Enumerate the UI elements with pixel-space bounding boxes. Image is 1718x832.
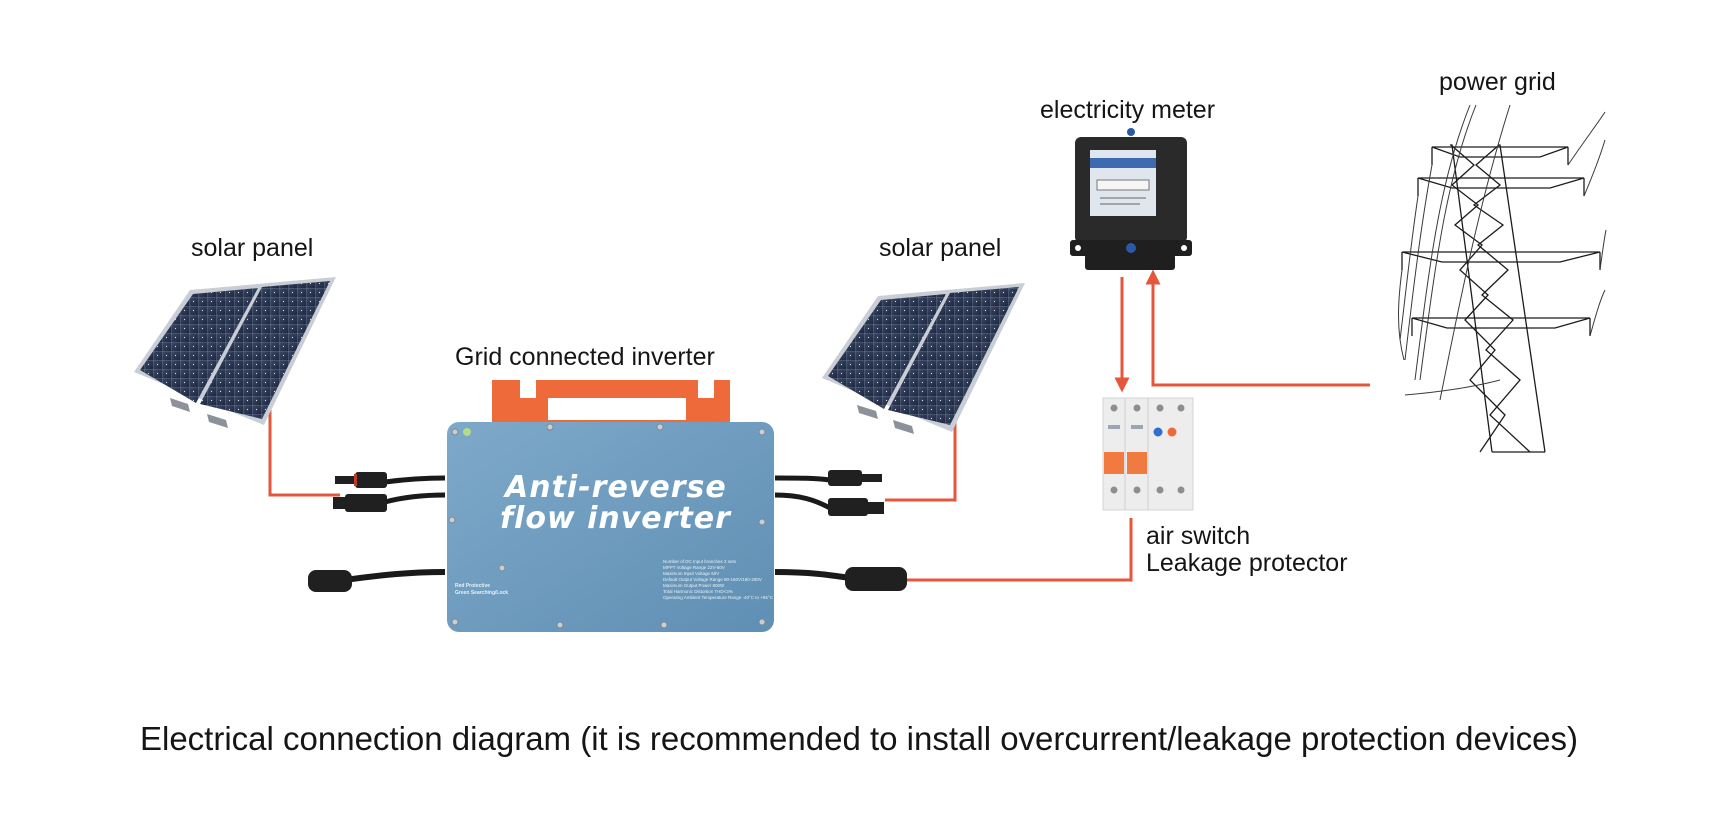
inverter-label: Grid connected inverter <box>455 343 715 371</box>
electricity-meter-label: electricity meter <box>1040 96 1216 124</box>
circuit-breaker-icon <box>1102 397 1194 511</box>
diagram-caption: Electrical connection diagram (it is rec… <box>139 720 1578 757</box>
power-grid-label: power grid <box>1439 68 1556 96</box>
spec-line: Operating Ambient Temperature Range -40°… <box>663 595 774 600</box>
spec-line: Default Output Voltage Range 80-160V/180… <box>663 577 762 582</box>
breaker-label-line2: Leakage protector <box>1146 549 1348 577</box>
wire-inverter-to-breaker <box>905 518 1133 582</box>
spec-line: Maximum Output Power 800W <box>663 583 725 588</box>
solar-panel-right <box>822 283 1025 434</box>
inverter-mounting-bracket <box>492 380 730 425</box>
electricity-meter-icon <box>1070 128 1192 270</box>
spec-line: Total Harmonic Distortion THD<3% <box>663 589 733 594</box>
spec-line: Number of DC Input branches 2 sets <box>663 559 737 564</box>
solar-panel-left <box>134 277 336 428</box>
wire-grid-to-meter <box>1145 269 1370 387</box>
power-lines <box>1398 104 1607 401</box>
power-grid <box>1398 104 1607 453</box>
ac-cable-right <box>774 567 907 591</box>
solar-panel-left-label: solar panel <box>191 234 314 262</box>
dc-connector-right <box>774 470 884 516</box>
wire-left-panel-to-inverter <box>268 395 340 497</box>
spec-line: Maximum Input Voltage 60V <box>663 571 719 576</box>
inverter-front-text-line1: Anti-reverse <box>503 470 727 505</box>
transmission-tower-icon <box>1401 144 1601 453</box>
circuit-breaker <box>1102 397 1194 511</box>
inverter-spec-table: Number of DC Input branches 2 sets MPPT … <box>663 559 774 600</box>
dc-connector-left <box>333 472 446 512</box>
inverter-body <box>447 422 774 632</box>
solar-panel-icon <box>134 277 336 428</box>
inverter-front-text-line2: flow inverter <box>500 501 732 536</box>
inverter-mini-text-1: Red Protective <box>455 583 490 589</box>
ac-cable-left <box>308 569 446 592</box>
inverter-mini-text-2: Green Searching/Lock <box>455 590 508 596</box>
electricity-meter <box>1070 128 1192 270</box>
breaker-label-line1: air switch <box>1146 522 1251 550</box>
solar-panel-icon <box>822 283 1025 434</box>
solar-panel-right-label: solar panel <box>879 234 1002 262</box>
inverter: Anti-reverse flow inverter Red Protectiv… <box>308 380 907 632</box>
spec-line: MPPT Voltage Range 22V-60V <box>663 565 725 570</box>
wires <box>268 269 1370 582</box>
wire-right-panel-to-inverter <box>885 402 957 502</box>
status-led-icon <box>463 428 471 436</box>
